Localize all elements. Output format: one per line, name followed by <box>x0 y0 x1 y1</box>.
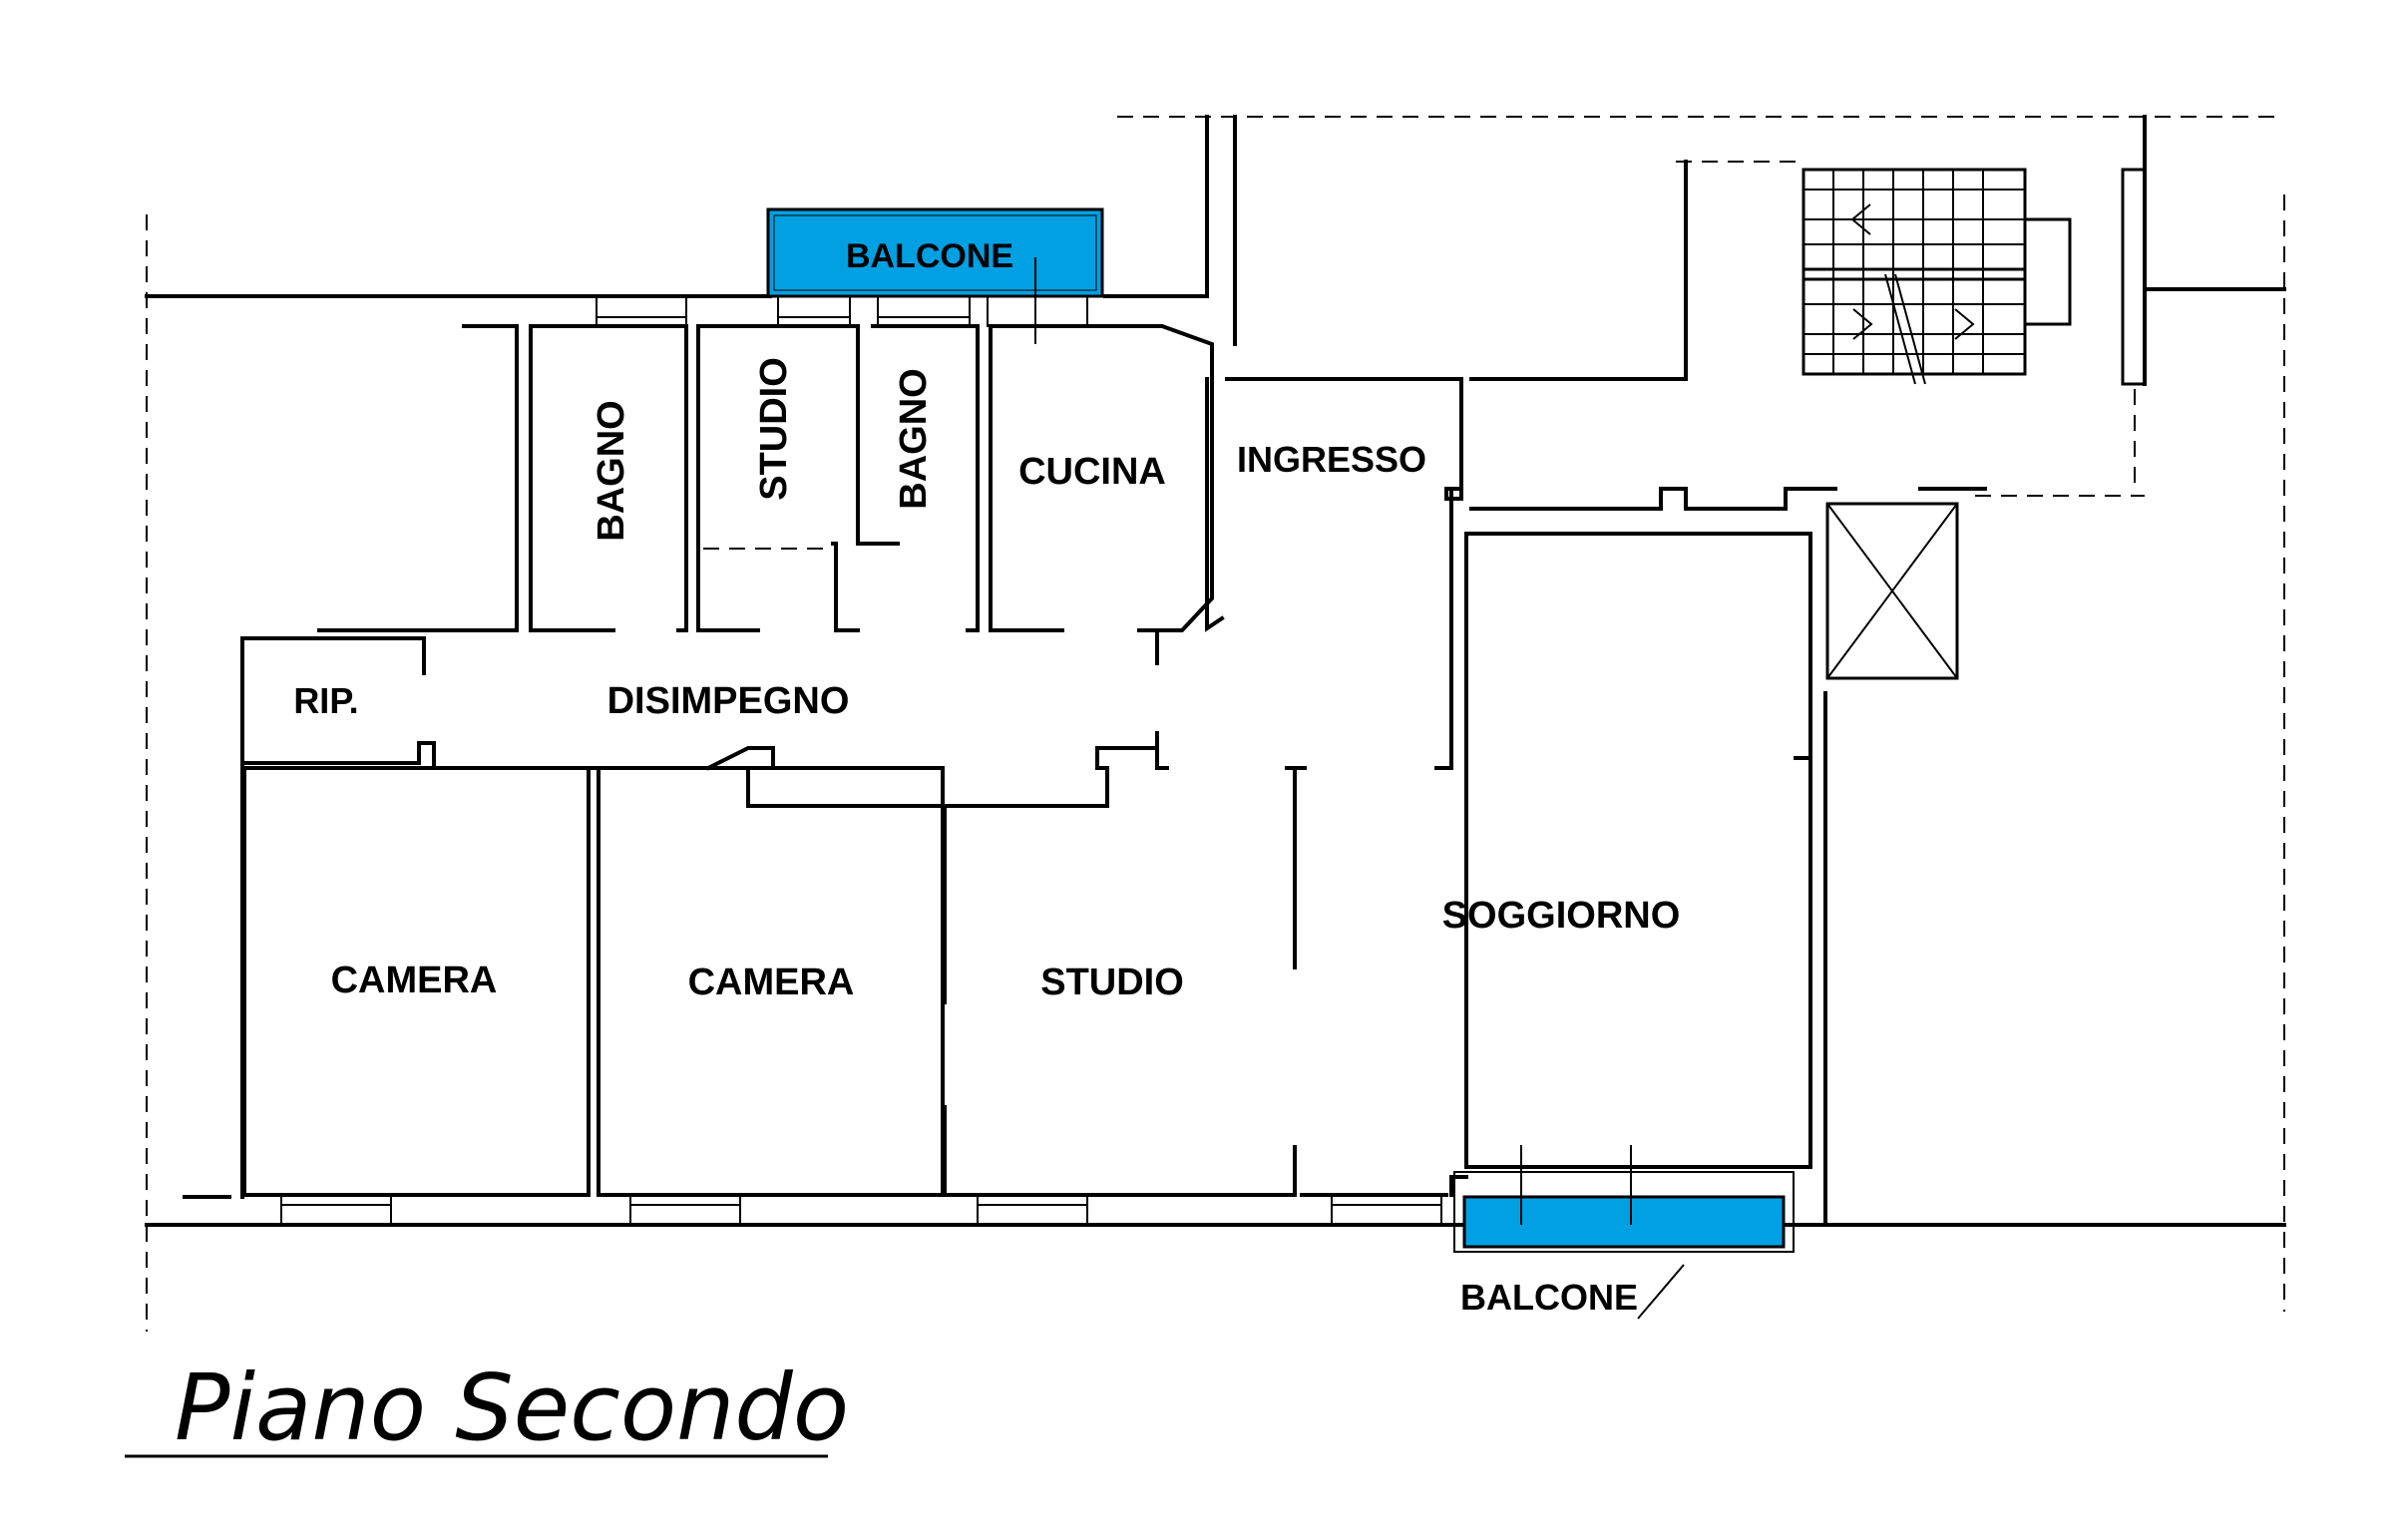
label-cucina: CUCINA <box>1018 451 1166 493</box>
label-bagno-1: BAGNO <box>591 400 632 541</box>
property-boundary <box>146 116 2285 1332</box>
balcony-top <box>766 207 1104 344</box>
label-studio: STUDIO <box>1040 962 1184 1003</box>
windows <box>280 295 1442 1226</box>
plan-title: Piano Secondo <box>175 1354 849 1461</box>
label-bagno-2: BAGNO <box>893 368 935 509</box>
label-studio-small: STUDIO <box>753 357 795 501</box>
label-balcone-bottom: BALCONE <box>1460 1277 1638 1318</box>
label-camera-2: CAMERA <box>688 962 855 1003</box>
balcony-bottom <box>1453 1145 1795 1320</box>
staircase <box>1802 168 2147 386</box>
label-soggiorno: SOGGIORNO <box>1442 895 1681 937</box>
label-disimpegno: DISIMPEGNO <box>607 680 850 722</box>
label-camera-1: CAMERA <box>331 960 498 1001</box>
label-balcone-top: BALCONE <box>846 237 1013 275</box>
label-rip: RIP. <box>293 680 358 721</box>
elevator-shaft <box>1825 502 1959 680</box>
external-walls <box>145 115 2286 1227</box>
interior-walls <box>183 160 1987 1227</box>
label-ingresso: INGRESSO <box>1237 439 1426 480</box>
